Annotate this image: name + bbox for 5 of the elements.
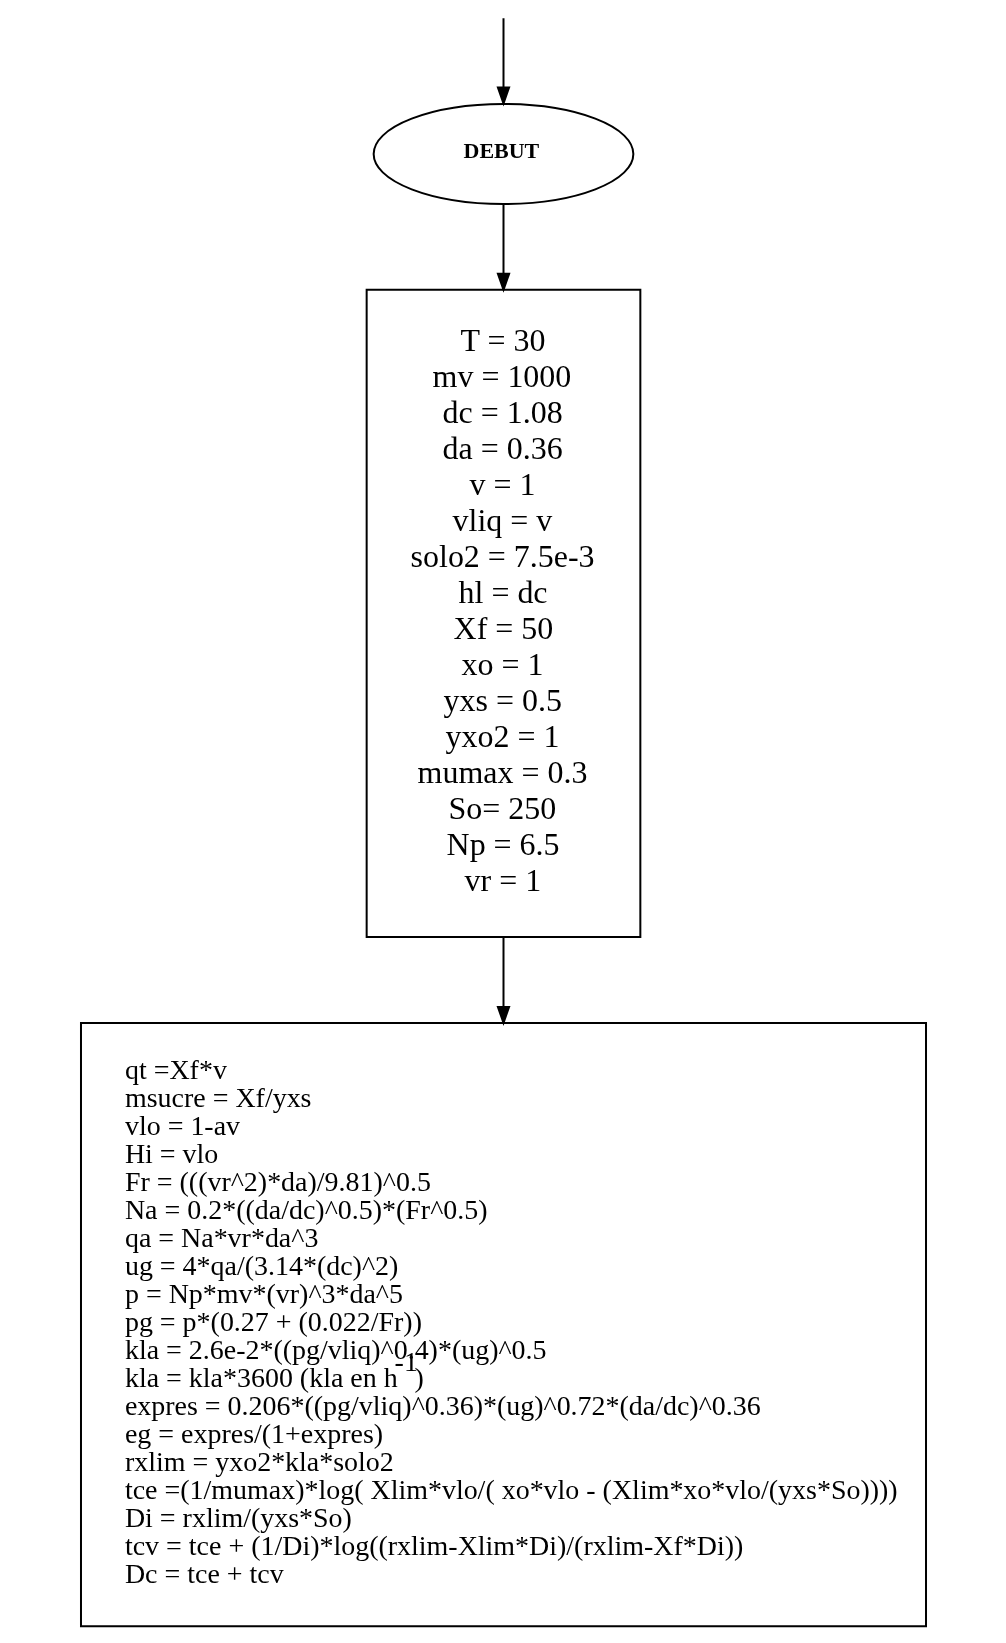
arrow (496, 17, 510, 107)
node-ellipse: DEBUT (372, 103, 634, 205)
node-box: T = 30 mv = 1000 dc = 1.08 da = 0.36 v = 1 vliq = v solo2 = 7.5e-3 hl = dc Xf = 50 xo = 1 yxs = 0.5 yxo2 = 1 mumax = 0.3 So= 250 Np = 6.5 vr = 1 (365, 288, 641, 939)
arrow (496, 936, 510, 1026)
arrow (496, 203, 510, 293)
